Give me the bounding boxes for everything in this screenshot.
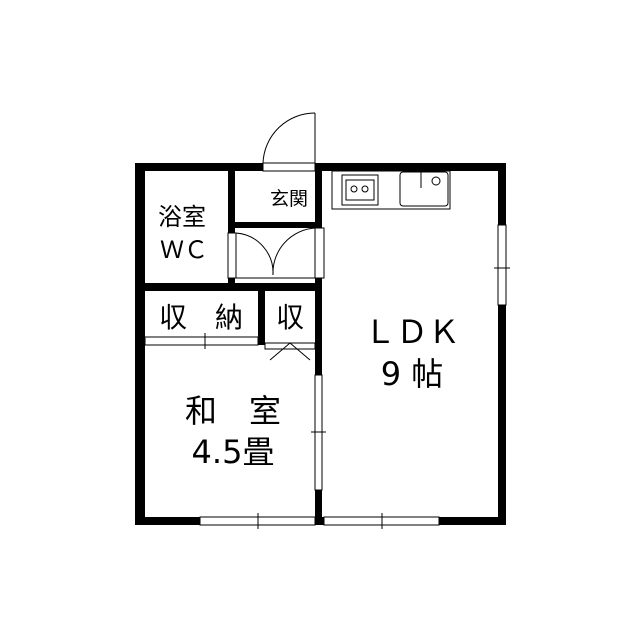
washitsu-label: 和 室 — [185, 392, 281, 430]
ldk-label: ＬＤＫ — [364, 313, 460, 351]
entrance-label: 玄関 — [270, 188, 308, 210]
storage-label: 収 納 — [159, 301, 243, 334]
kitchen-counter — [331, 170, 451, 210]
storage-small-label: 収 — [276, 301, 304, 334]
ldk-size-label: 9 帖 — [381, 355, 444, 393]
bath-label: 浴室 — [158, 203, 206, 231]
entrance-door — [262, 112, 316, 172]
hall-doors — [227, 227, 325, 279]
room-labels: 浴室 ＷＣ 玄関 収 納 収 ＬＤＫ 9 帖 和 室 4.5畳 — [158, 188, 460, 471]
windows — [144, 224, 510, 529]
walls — [135, 163, 506, 525]
washitsu-size-label: 4.5畳 — [192, 433, 275, 471]
wc-label: ＷＣ — [160, 236, 208, 264]
